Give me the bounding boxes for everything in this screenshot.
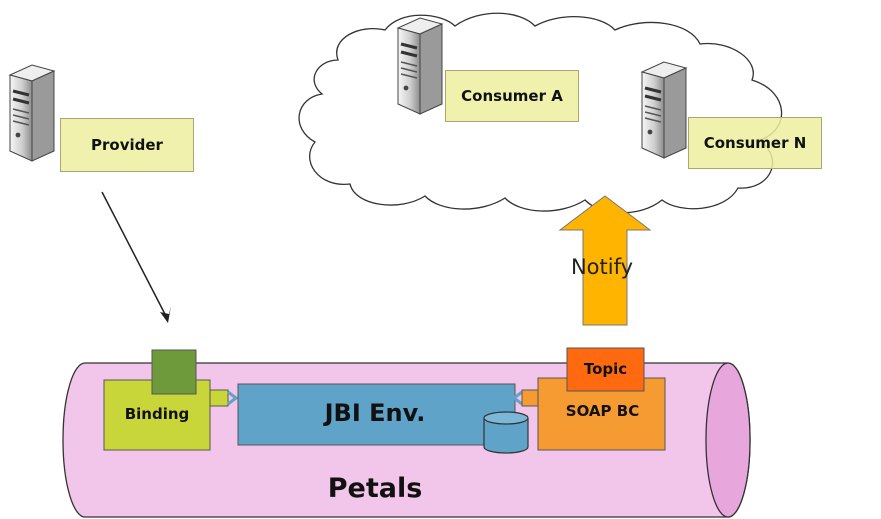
petals-label: Petals: [327, 472, 423, 504]
topic-label: Topic: [583, 360, 628, 378]
jbi-environment: [237, 383, 516, 446]
binding-port: [151, 349, 197, 395]
binding-connector: [209, 389, 229, 407]
provider-server-icon: [8, 63, 56, 163]
notify-arrow: [558, 195, 652, 326]
jbi-env-label: JBI Env.: [324, 399, 426, 427]
provider-label: Provider: [60, 118, 194, 172]
petals-bus-end: [705, 362, 751, 518]
consumer-a-label: Consumer A: [445, 70, 579, 122]
binding-label: Binding: [124, 405, 190, 423]
notify-edge-label: Notify: [570, 255, 634, 279]
topic-component: [566, 347, 645, 392]
soap-bc-label: SOAP BC: [565, 402, 640, 420]
database-icon: [483, 411, 529, 454]
consumer-n-label: Consumer N: [688, 117, 822, 169]
consumer-a-server-icon: [396, 16, 444, 116]
provider-to-binding-arrow: [101, 191, 169, 321]
consumer-n-server-icon: [640, 60, 688, 160]
soap-bc-connector: [521, 389, 540, 407]
